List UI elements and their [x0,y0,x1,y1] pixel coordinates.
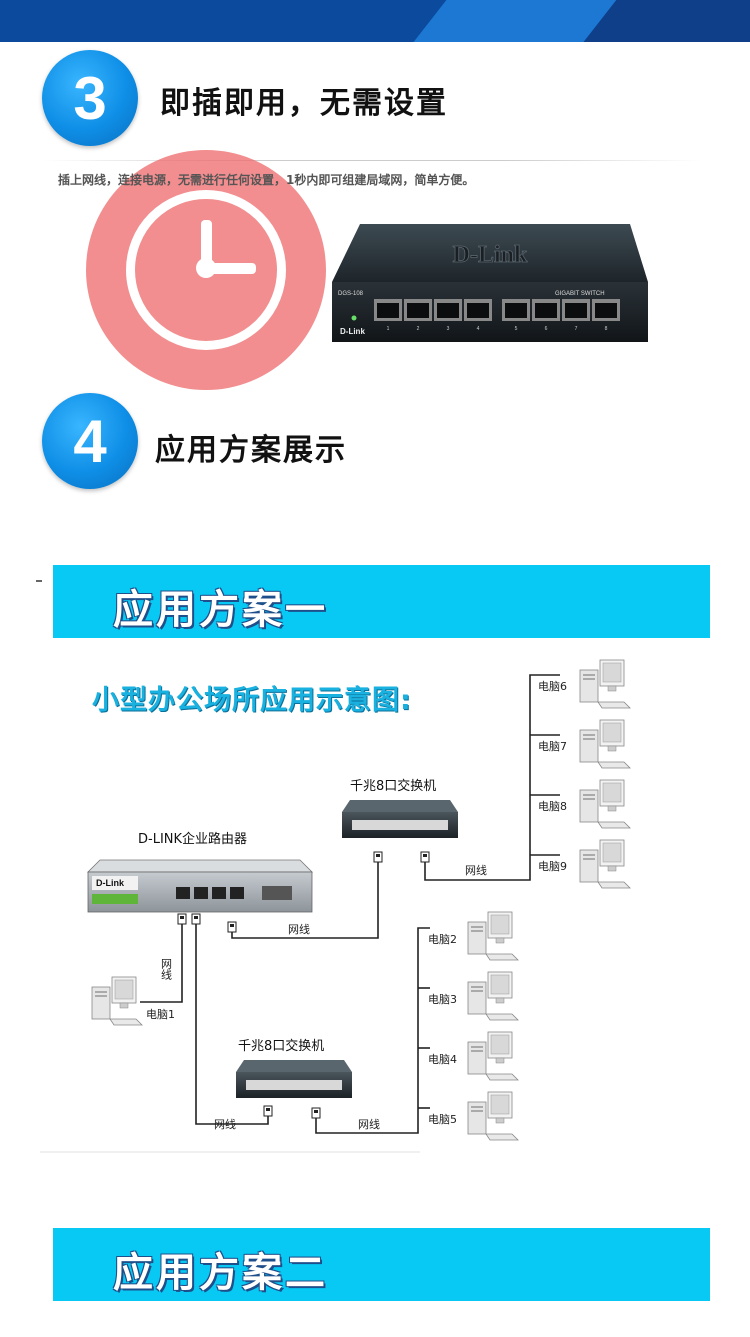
dlink-switch-image: D-Link DGS-108 GIGABIT SWITCH D-Link 1 2… [332,224,648,342]
top-bar-stripe [413,0,617,42]
cable-label-router: 网线 [288,922,310,936]
pc-5-label: 电脑5 [428,1113,457,1126]
cable-label-bottom-right: 网线 [358,1117,380,1131]
network-diagram: D-Link D-LINK企业路由器 千兆8口交换机 网线 网线 千兆8口交换机… [40,659,631,1153]
pc-4-label: 电脑4 [428,1053,457,1066]
section-3-badge: 3 [42,50,138,146]
cable-label-vertical: 网线 [160,958,173,980]
pc-7-icon [579,719,631,769]
switch-bottom-label: 千兆8口交换机 [238,1038,324,1054]
pc-1-icon [91,976,143,1026]
plan-2-banner: 应用方案二 [53,1228,710,1301]
pc-4-icon [467,1031,519,1081]
plan-1-banner: 应用方案一 [53,565,710,638]
plan-1-banner-text: 应用方案一 [113,587,328,633]
top-bar [0,0,750,42]
enterprise-router: D-Link [87,859,313,913]
svg-text:5: 5 [515,326,518,332]
switch-bottom [236,1060,352,1098]
divider [42,160,702,161]
cable-lines [140,674,560,1134]
cable-label-top: 网线 [465,863,487,877]
diagram-title: 小型办公场所应用示意图: [92,685,412,716]
svg-text:8: 8 [605,326,608,332]
pc-6-label: 电脑6 [538,680,567,693]
switch-subtitle: GIGABIT SWITCH [555,291,605,297]
switch-front-logo: D-Link [340,327,365,336]
router-label: D-LINK企业路由器 [138,831,247,847]
svg-text:6: 6 [545,326,548,332]
router-brand: D-Link [96,878,125,888]
svg-text:2: 2 [417,326,420,332]
pc-1-label: 电脑1 [146,1008,175,1021]
clock-icon [86,150,326,390]
pc-9-label: 电脑9 [538,860,567,873]
section-4-title: 应用方案展示 [155,433,347,468]
plan-2-banner-text: 应用方案二 [113,1250,328,1296]
pc-3-icon [467,971,519,1021]
pc-8-icon [579,779,631,829]
pc-6-icon [579,659,631,709]
pc-8-label: 电脑8 [538,800,567,813]
section-4-badge: 4 [42,393,138,489]
pc-7-label: 电脑7 [538,740,567,753]
pc-5-icon [467,1091,519,1141]
pc-2-icon [467,911,519,961]
pc-3-label: 电脑3 [428,993,457,1006]
svg-text:7: 7 [575,326,578,332]
svg-text:3: 3 [447,326,450,332]
pc-9-icon [579,839,631,889]
switch-top [342,800,458,838]
switch-model: DGS-108 [338,291,364,297]
switch-brand-embossed: D-Link [453,242,528,268]
section-3-title: 即插即用，无需设置 [160,86,448,121]
switch-ports [374,299,620,321]
cable-label-bottom-left: 网线 [214,1117,236,1131]
switch-top-label: 千兆8口交换机 [350,778,436,794]
pc-2-label: 电脑2 [428,933,457,946]
svg-text:1: 1 [387,326,390,332]
svg-text:4: 4 [477,326,480,332]
section-3-description: 插上网线，连接电源，无需进行任何设置，1秒内即可组建局域网，简单方便。 [58,173,475,187]
decor-tick [36,580,42,582]
switch-port-numbers: 1 2 3 4 5 6 7 8 [387,326,608,332]
